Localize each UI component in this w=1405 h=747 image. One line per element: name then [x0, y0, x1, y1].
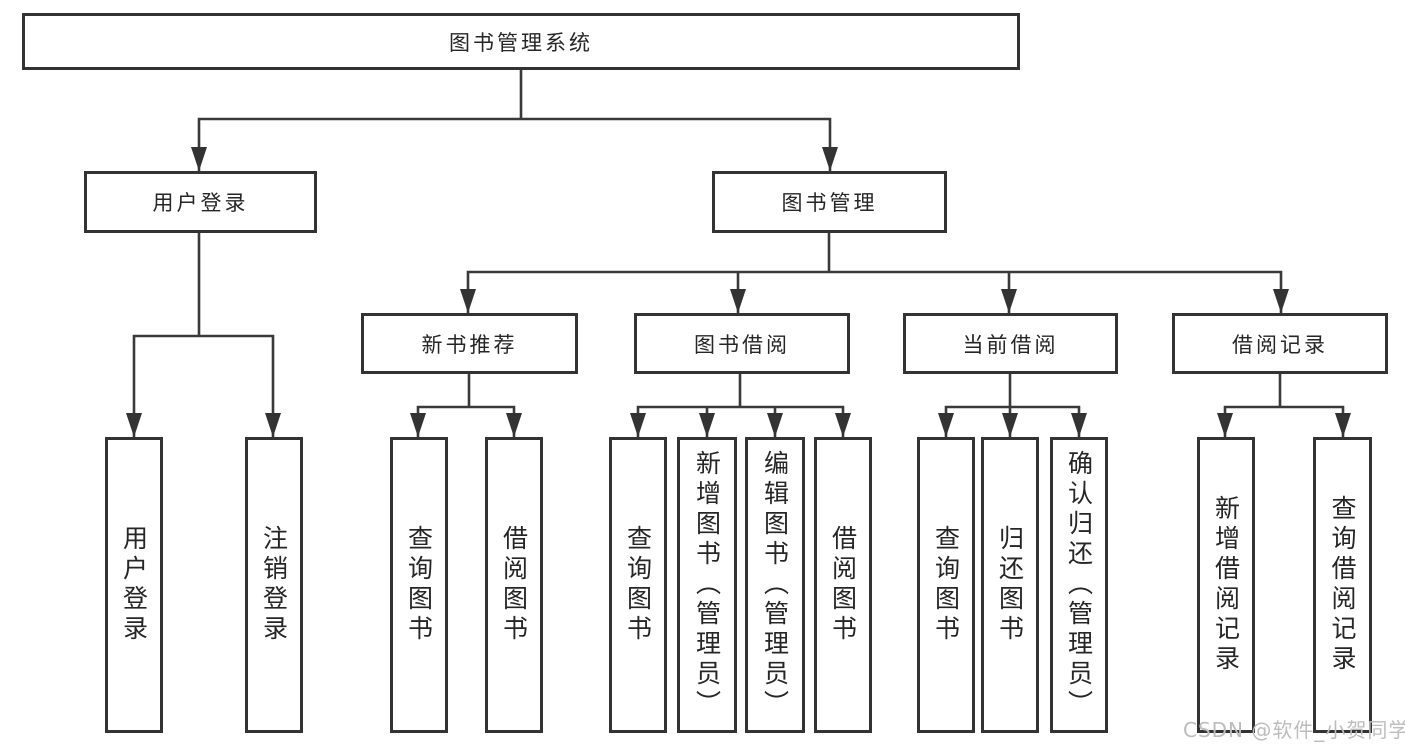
- node-label: 新书推荐: [421, 332, 518, 357]
- leaf-label: 归还图书: [995, 525, 1025, 645]
- leaf-query-books: 查询图书: [609, 437, 667, 733]
- node-label: 当前借阅: [962, 332, 1059, 357]
- leaf-label: 查询图书: [404, 525, 434, 645]
- node-book-borrow: 图书借阅: [634, 313, 850, 374]
- leaf-label: 借阅图书: [499, 525, 529, 645]
- leaf-label: 用户登录: [119, 525, 149, 645]
- leaf-add-books-admin: 新增图书（管理员）: [677, 437, 737, 733]
- node-borrow-records: 借阅记录: [1172, 313, 1388, 374]
- node-label: 用户登录: [152, 191, 249, 215]
- node-current-borrow: 当前借阅: [903, 313, 1118, 374]
- leaf-label: 注销登录: [259, 525, 289, 645]
- leaf-edit-books-admin: 编辑图书（管理员）: [745, 437, 805, 733]
- leaf-borrow-books: 借阅图书: [814, 437, 872, 733]
- csdn-watermark: CSDN @软件_小贺同学: [1183, 718, 1405, 742]
- node-label: 图书借阅: [694, 332, 790, 357]
- leaf-user-login: 用户登录: [105, 437, 163, 733]
- leaf-label: 查询图书: [931, 525, 961, 645]
- node-book-management: 图书管理: [712, 171, 947, 233]
- node-new-book-recommend: 新书推荐: [361, 313, 578, 374]
- leaf-query-books-current: 查询图书: [917, 437, 975, 733]
- node-label: 图书管理: [781, 191, 878, 215]
- leaf-label: 查询图书: [623, 525, 653, 645]
- leaf-logout: 注销登录: [245, 437, 303, 733]
- leaf-label: 确认归还（管理员）: [1064, 450, 1094, 720]
- leaf-return-books: 归还图书: [981, 437, 1039, 733]
- node-user-login: 用户登录: [84, 171, 317, 233]
- leaf-confirm-return-admin: 确认归还（管理员）: [1050, 437, 1108, 733]
- leaf-label: 查询借阅记录: [1328, 495, 1357, 675]
- leaf-borrow-books-recommend: 借阅图书: [485, 437, 543, 733]
- leaf-add-borrow-record: 新增借阅记录: [1197, 437, 1255, 733]
- node-book-management-system: 图书管理系统: [22, 13, 1020, 70]
- leaf-label: 编辑图书（管理员）: [760, 450, 790, 720]
- leaf-label: 新增图书（管理员）: [692, 450, 722, 720]
- leaf-query-borrow-record: 查询借阅记录: [1313, 437, 1372, 733]
- leaf-label: 借阅图书: [828, 525, 858, 645]
- node-label: 借阅记录: [1232, 332, 1328, 357]
- leaf-query-books-recommend: 查询图书: [390, 437, 448, 733]
- node-label: 图书管理系统: [449, 30, 593, 55]
- leaf-label: 新增借阅记录: [1211, 495, 1241, 675]
